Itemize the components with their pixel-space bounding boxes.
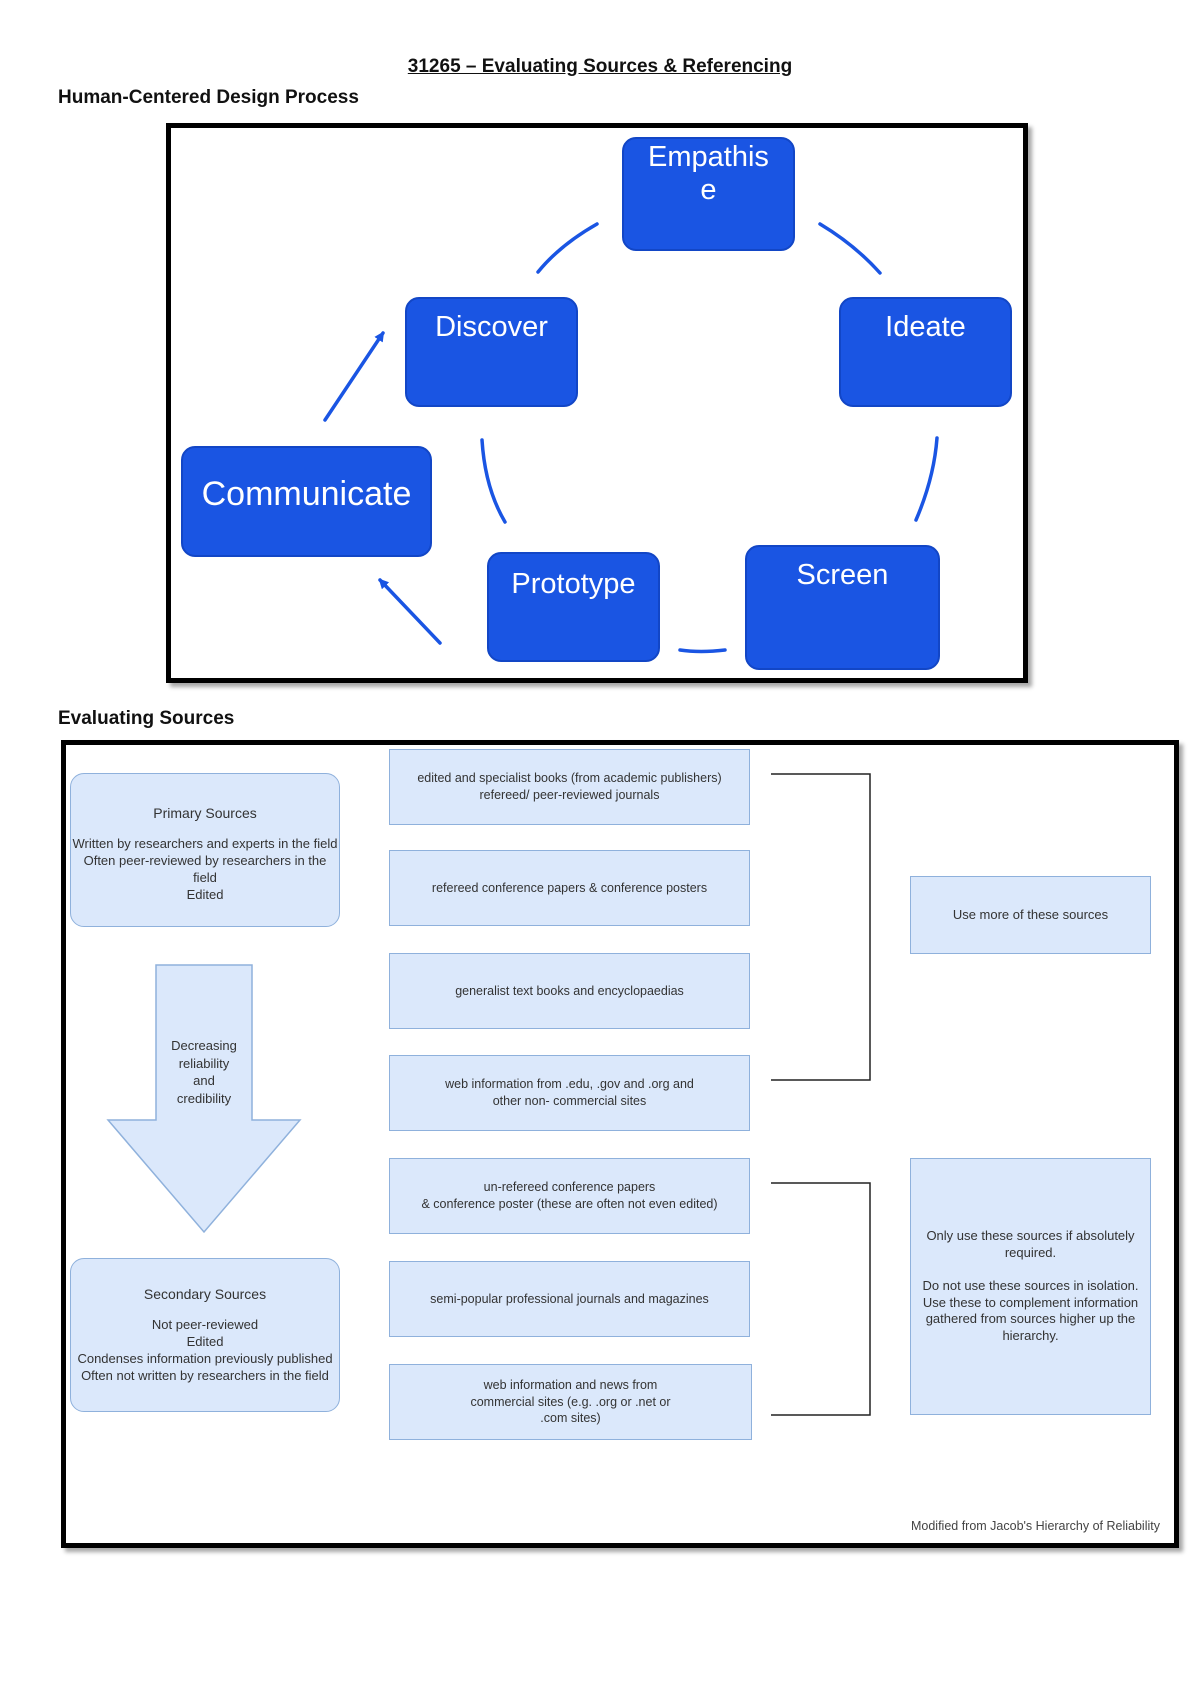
hcd-heading: Human-Centered Design Process <box>58 87 359 108</box>
secondary-sources-text: Not peer-reviewed Edited Condenses infor… <box>77 1317 333 1383</box>
connector-ideate-screen <box>914 436 939 522</box>
connector-discover-empathise <box>536 222 599 274</box>
stage-empathise-label: Empathis e <box>648 141 769 206</box>
source-box-6: semi-popular professional journals and m… <box>389 1261 750 1337</box>
connector-communicate-discover <box>323 331 385 422</box>
secondary-sources-box: Secondary Sources Not peer-reviewed Edit… <box>70 1258 340 1412</box>
stage-ideate-label: Ideate <box>885 311 966 343</box>
evaluating-heading: Evaluating Sources <box>58 708 235 729</box>
secondary-sources-title: Secondary Sources <box>143 1286 267 1302</box>
advice-bottom-text-2: Do not use these sources in isolation. U… <box>922 1277 1139 1344</box>
decreasing-reliability-arrow <box>106 964 302 1234</box>
diagram-credit: Modified from Jacob's Hierarchy of Relia… <box>910 1519 1160 1533</box>
bracket-top <box>771 773 871 1081</box>
primary-sources-box: Primary Sources Written by researchers a… <box>70 773 340 927</box>
hcd-diagram-frame <box>166 123 1028 683</box>
advice-box-top: Use more of these sources <box>910 876 1151 954</box>
source-box-2: refereed conference papers & conference … <box>389 850 750 926</box>
stage-screen: Screen <box>745 545 940 670</box>
source-box-1: edited and specialist books (from academ… <box>389 749 750 825</box>
stage-screen-label: Screen <box>796 559 889 591</box>
stage-discover: Discover <box>405 297 578 407</box>
stage-prototype-label: Prototype <box>511 568 636 600</box>
advice-bottom-text-1: Only use these sources if absolutely req… <box>926 1227 1135 1260</box>
decreasing-reliability-label: Decreasing reliability and credibility <box>171 1038 237 1106</box>
stage-ideate: Ideate <box>839 297 1012 407</box>
advice-top-text: Use more of these sources <box>952 906 1109 922</box>
bracket-bottom <box>771 1182 871 1416</box>
stage-prototype: Prototype <box>487 552 660 662</box>
source-box-4: web information from .edu, .gov and .org… <box>389 1055 750 1131</box>
primary-sources-text: Written by researchers and experts in th… <box>72 836 338 902</box>
stage-discover-label: Discover <box>435 311 548 343</box>
stage-empathise: Empathis e <box>622 137 795 251</box>
connector-prototype-communicate <box>378 578 442 645</box>
stage-communicate-label: Communicate <box>201 475 412 513</box>
evaluating-diagram-frame <box>61 740 1179 1548</box>
document-title: 31265 – Evaluating Sources & Referencing <box>407 56 793 77</box>
connector-screen-prototype <box>678 648 727 654</box>
hcd-connectors <box>323 222 939 654</box>
connector-prototype-discover <box>480 438 507 524</box>
advice-box-bottom: Only use these sources if absolutely req… <box>910 1158 1151 1415</box>
primary-sources-title: Primary Sources <box>153 805 257 821</box>
source-box-5: un-refereed conference papers & conferen… <box>389 1158 750 1234</box>
source-box-7: web information and news from commercial… <box>389 1364 752 1440</box>
stage-communicate: Communicate <box>181 446 432 557</box>
connector-empathise-ideate <box>818 222 882 275</box>
source-box-3: generalist text books and encyclopaedias <box>389 953 750 1029</box>
